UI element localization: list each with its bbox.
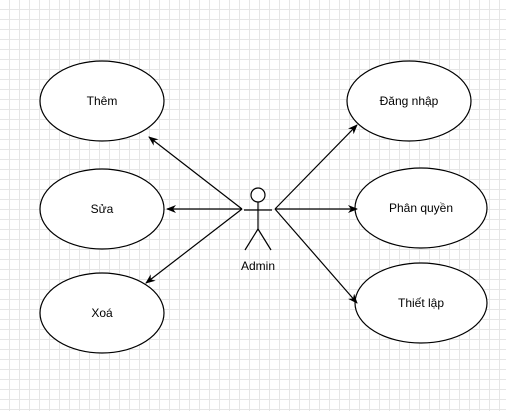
arrow-to-them — [148, 136, 243, 210]
actor-label: Admin — [240, 259, 276, 273]
use-case-xoa[interactable] — [39, 272, 165, 354]
use-case-phan-quyen[interactable] — [354, 167, 488, 249]
use-case-thiet-lap[interactable] — [354, 262, 488, 344]
actor-head — [250, 187, 266, 203]
arrow-to-xoa — [145, 208, 243, 284]
arrow-to-dang-nhap — [274, 124, 358, 210]
actor-left-leg — [244, 228, 259, 251]
use-case-sua[interactable] — [39, 168, 165, 250]
actor-right-leg — [257, 228, 272, 251]
use-case-dang-nhap[interactable] — [346, 60, 472, 142]
use-case-them[interactable] — [39, 60, 165, 142]
arrow-to-thiet-lap — [274, 208, 358, 304]
actor-admin-figure[interactable] — [244, 187, 272, 251]
